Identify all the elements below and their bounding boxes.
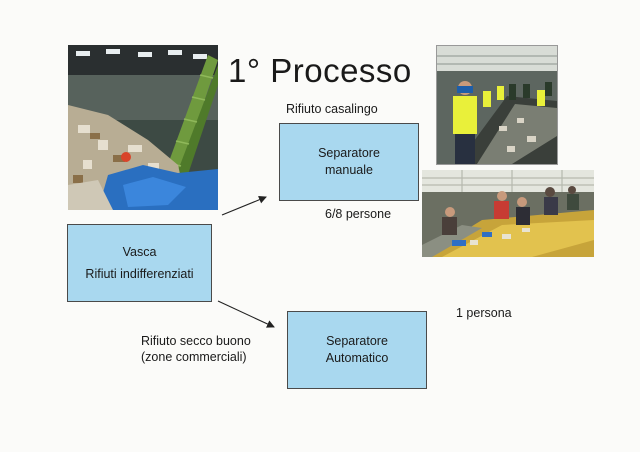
separatore-automatico-box: Separatore Automatico <box>287 311 427 389</box>
separatore-manuale-line2: manuale <box>325 163 373 177</box>
separatore-automatico-line2: Automatico <box>325 351 389 365</box>
separatore-manuale-line1: Separatore <box>318 146 380 160</box>
separatore-automatico-line1: Separatore <box>326 334 388 348</box>
page-title: 1° Processo <box>228 52 412 89</box>
vasca-subtitle: Rifiuti indifferenziati <box>85 266 194 281</box>
rifiuto-secco-line1: Rifiuto secco buono <box>141 334 251 348</box>
rifiuto-secco-line2: (zone commerciali) <box>141 350 247 364</box>
vasca-box: Vasca Rifiuti indifferenziati <box>67 224 212 302</box>
manual-sorting-photo <box>436 45 558 165</box>
arrow-to-automatic <box>217 300 275 328</box>
vasca-title: Vasca <box>122 244 157 259</box>
sorting-hall-photo <box>422 170 594 257</box>
persone-manuale-label: 6/8 persone <box>325 207 392 221</box>
rifiuto-secco-label: Rifiuto secco buono (zone commerciali) <box>141 333 251 365</box>
separatore-manuale-box: Separatore manuale <box>279 123 419 201</box>
arrow-to-manual <box>221 195 267 216</box>
rifiuto-casalingo-label: Rifiuto casalingo <box>286 102 378 116</box>
persona-automatico-label: 1 persona <box>456 306 512 320</box>
waste-pile-photo <box>68 45 218 210</box>
